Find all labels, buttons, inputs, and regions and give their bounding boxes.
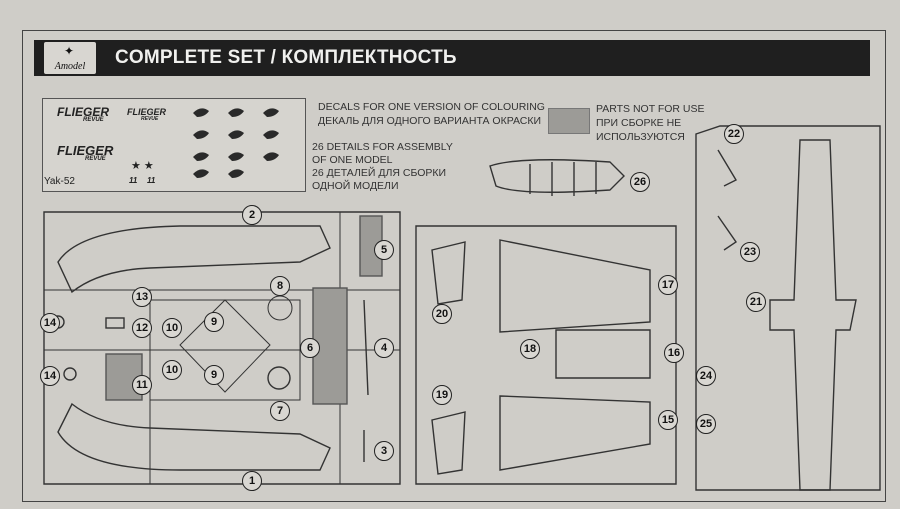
- legend-note-ru-2: ИСПОЛЬЗУЮТСЯ: [596, 131, 685, 143]
- part-callout-15: 15: [658, 410, 678, 430]
- details-note-en-2: OF ONE MODEL: [312, 154, 393, 166]
- fuselage-half-upper: [57, 225, 331, 294]
- wing-lower: [769, 139, 857, 491]
- wing-half-upper: [499, 239, 651, 333]
- part-callout-10b: 10: [162, 360, 182, 380]
- details-note-en-1: 26 DETAILS FOR ASSEMBLY: [312, 141, 453, 153]
- decals-note-ru: ДЕКАЛЬ ДЛЯ ОДНОГО ВАРИАНТА ОКРАСКИ: [318, 115, 542, 127]
- decal-brand-3: FLIEGER: [57, 143, 114, 158]
- fuselage-floor: [555, 329, 651, 379]
- part-callout-8: 8: [270, 276, 290, 296]
- part-callout-5: 5: [374, 240, 394, 260]
- wing-half-lower: [499, 395, 651, 471]
- part-callout-6: 6: [300, 338, 320, 358]
- part-callout-26: 26: [630, 172, 650, 192]
- part-callout-9b: 9: [204, 365, 224, 385]
- sprue-frame-middle: [415, 225, 677, 485]
- decal-brand-1-sub: REVUE: [83, 117, 104, 123]
- part-callout-2: 2: [242, 205, 262, 225]
- sprue-frame-right: [695, 125, 881, 491]
- page-frame: [22, 30, 886, 502]
- decal-sheet-label: Yak-52: [44, 176, 75, 187]
- part-callout-19: 19: [432, 385, 452, 405]
- part-callout-22: 22: [724, 124, 744, 144]
- header-bar: [34, 40, 870, 76]
- part-callout-21: 21: [746, 292, 766, 312]
- decal-flame-marks: [193, 108, 279, 178]
- part-callout-20: 20: [432, 304, 452, 324]
- decal-brand-1: FLIEGER: [57, 105, 110, 119]
- legend-note-en: PARTS NOT FOR USE: [596, 103, 705, 115]
- decal-brand-2: FLIEGER: [127, 107, 167, 117]
- part-callout-4: 4: [374, 338, 394, 358]
- details-note-ru-2: ОДНОЙ МОДЕЛИ: [312, 180, 399, 192]
- page-title: COMPLETE SET / КОМПЛЕКТНОСТЬ: [115, 47, 457, 68]
- part-callout-9a: 9: [204, 312, 224, 332]
- logo-star-icon: ✦: [64, 44, 75, 58]
- part-callout-10a: 10: [162, 318, 182, 338]
- amodel-logo: ✦ Amodel: [44, 42, 96, 74]
- part-callout-1: 1: [242, 471, 262, 491]
- sprue-frame-left: [43, 211, 401, 485]
- decal-sheet: FLIEGER REVUE FLIEGER REVUE FLIEGER REVU…: [42, 98, 306, 192]
- part-callout-11: 11: [132, 375, 152, 395]
- part-callout-3: 3: [374, 441, 394, 461]
- part-callout-24: 24: [696, 366, 716, 386]
- part-callout-12: 12: [132, 318, 152, 338]
- decal-number-2: 11: [129, 176, 138, 185]
- part-callout-16: 16: [664, 343, 684, 363]
- decal-brand-3-sub: REVUE: [85, 156, 106, 162]
- part-callout-23: 23: [740, 242, 760, 262]
- logo-text: Amodel: [54, 61, 86, 72]
- part-callout-14a: 14: [40, 313, 60, 333]
- part-callout-13: 13: [132, 287, 152, 307]
- decal-brand-2-sub: REVUE: [141, 116, 159, 122]
- details-note-ru-1: 26 ДЕТАЛЕЙ ДЛЯ СБОРКИ: [312, 167, 447, 179]
- legend-note-ru-1: ПРИ СБОРКЕ НЕ: [596, 117, 682, 129]
- part-callout-18: 18: [520, 339, 540, 359]
- decals-note-en: DECALS FOR ONE VERSION OF COLOURING: [318, 101, 545, 113]
- fuselage-half-lower: [57, 402, 331, 471]
- part-callout-25: 25: [696, 414, 716, 434]
- unused-parts-swatch: [548, 108, 590, 134]
- part-callout-17: 17: [658, 275, 678, 295]
- decal-star-icon: ★ ★: [131, 160, 154, 172]
- decal-number-1: 11: [147, 176, 156, 185]
- part-callout-7: 7: [270, 401, 290, 421]
- canopy: [489, 159, 625, 193]
- part-callout-14b: 14: [40, 366, 60, 386]
